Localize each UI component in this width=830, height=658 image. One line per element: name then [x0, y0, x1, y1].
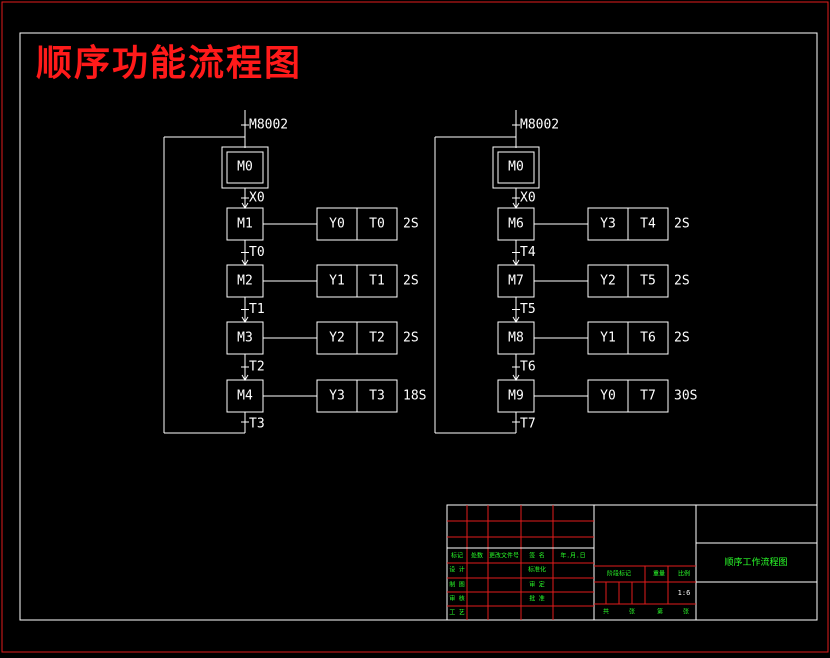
step-label: M4: [237, 389, 253, 404]
transition-label: T4: [520, 245, 536, 260]
initial-step-label: M0: [508, 160, 524, 175]
tb-label: 工 艺: [449, 609, 465, 617]
action-timer-label: T2: [369, 331, 385, 346]
transition-label: T1: [249, 302, 265, 317]
timer-duration-label: 2S: [674, 274, 690, 289]
title-block: 标记处数更改文件号 签 名 年.月.日设 计制 图审 核工 艺 标准化审 定批 准 阶段…: [446, 504, 818, 621]
tb-label: 更改文件号: [489, 552, 519, 560]
transition-label: X0: [249, 191, 265, 206]
action-timer-label: T4: [640, 217, 656, 232]
action-timer-label: T3: [369, 389, 385, 404]
step-label: M3: [237, 331, 253, 346]
timer-duration-label: 2S: [403, 331, 419, 346]
timer-duration-label: 2S: [403, 217, 419, 232]
tb-label: 张: [629, 608, 635, 616]
tb-label: 阶段标记: [607, 570, 631, 578]
action-output-label: Y0: [329, 217, 345, 232]
tb-label: 标记: [451, 552, 463, 560]
action-timer-label: T5: [640, 274, 656, 289]
tb-label: 共: [603, 608, 609, 616]
tb-label: 标准化: [528, 566, 546, 574]
tb-label: 张: [683, 608, 689, 616]
init-condition-label: M8002: [520, 118, 559, 133]
tb-label: 制 图: [449, 581, 465, 589]
return-transition-label: T7: [520, 417, 536, 432]
tb-label: 签 名: [529, 552, 545, 560]
transition-label: T5: [520, 302, 536, 317]
tb-label: 年.月.日: [560, 552, 585, 560]
transition-label: X0: [520, 191, 536, 206]
action-timer-label: T1: [369, 274, 385, 289]
step-label: M2: [237, 274, 253, 289]
action-output-label: Y1: [600, 331, 616, 346]
action-timer-box: [356, 321, 398, 355]
action-timer-box: [627, 264, 669, 298]
step-label: M6: [508, 217, 524, 232]
step-label: M9: [508, 389, 524, 404]
tb-label: 重量: [653, 570, 665, 578]
step-label: M7: [508, 274, 524, 289]
action-output-label: Y3: [600, 217, 616, 232]
timer-duration-label: 2S: [403, 274, 419, 289]
inner-frame: [19, 32, 818, 621]
tb-drawing-name: 顺序工作流程图: [724, 556, 787, 568]
initial-step-label: M0: [237, 160, 253, 175]
tb-label: 批 准: [529, 595, 545, 603]
initial-step-box-inner: [497, 151, 535, 184]
transition-label: T6: [520, 360, 536, 375]
action-timer-label: T7: [640, 389, 656, 404]
tb-label: 比例: [678, 570, 690, 578]
action-output-label: Y0: [600, 389, 616, 404]
tb-label: 审 定: [529, 581, 545, 589]
tb-label: 设 计: [449, 566, 465, 574]
action-output-label: Y2: [329, 331, 345, 346]
timer-duration-label: 18S: [403, 389, 426, 404]
return-transition-label: T3: [249, 417, 265, 432]
step-label: M1: [237, 217, 253, 232]
timer-duration-label: 2S: [674, 331, 690, 346]
action-output-label: Y2: [600, 274, 616, 289]
action-timer-box: [627, 379, 669, 413]
step-label: M8: [508, 331, 524, 346]
action-timer-label: T0: [369, 217, 385, 232]
action-timer-box: [627, 321, 669, 355]
action-timer-label: T6: [640, 331, 656, 346]
tb-label: 处数: [471, 552, 483, 560]
tb-label: 第: [657, 608, 663, 616]
action-timer-box: [356, 264, 398, 298]
tb-scale-value: 1:6: [678, 589, 691, 597]
action-output-label: Y1: [329, 274, 345, 289]
timer-duration-label: 2S: [674, 217, 690, 232]
action-timer-box: [627, 207, 669, 241]
transition-label: T2: [249, 360, 265, 375]
transition-label: T0: [249, 245, 265, 260]
action-output-label: Y3: [329, 389, 345, 404]
action-timer-box: [356, 379, 398, 413]
tb-label: 审 核: [449, 595, 465, 603]
timer-duration-label: 30S: [674, 389, 697, 404]
initial-step-box-inner: [226, 151, 264, 184]
action-timer-box: [356, 207, 398, 241]
init-condition-label: M8002: [249, 118, 288, 133]
page-title: 顺序功能流程图: [36, 42, 303, 84]
